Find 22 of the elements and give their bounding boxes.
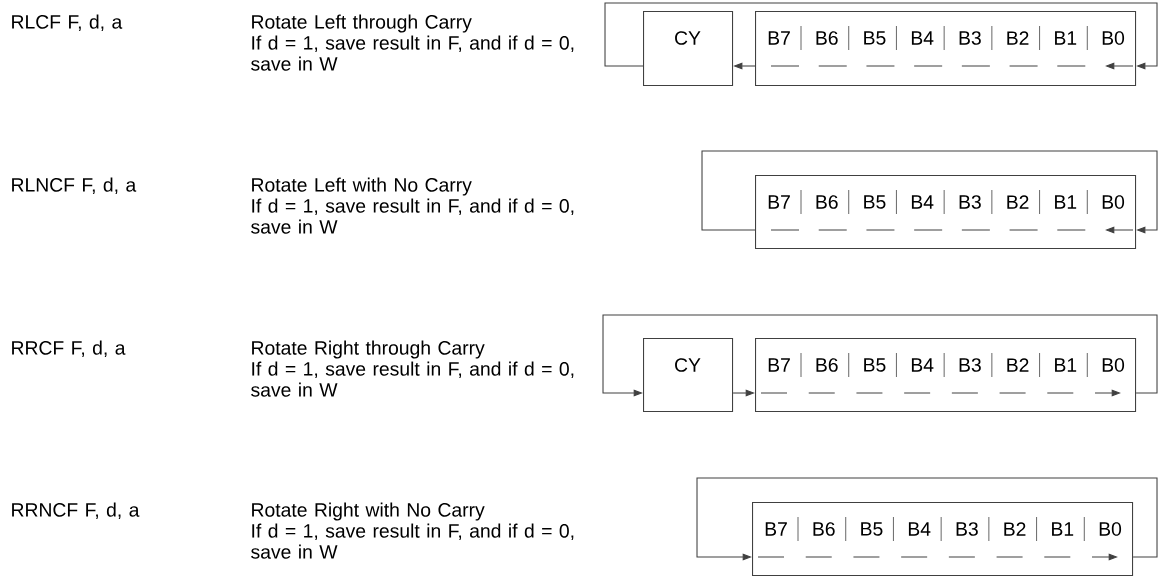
instruction-name: Rotate Right with No Carry bbox=[252, 502, 485, 521]
register-box: B7 B6 B5 B4 B3 B2 B1 B0 bbox=[752, 502, 1134, 577]
instruction-description: If d = 1, save result in F, and if d = 0, save in W bbox=[251, 198, 574, 234]
register-box: B7 B6 B5 B4 B3 B2 B1 B0 bbox=[755, 338, 1137, 413]
arrow bbox=[696, 477, 1158, 561]
instruction-name: Rotate Right through Carry bbox=[252, 340, 485, 359]
instruction-description: If d = 1, save result in F, and if d = 0, save in W bbox=[251, 361, 574, 397]
instruction-description: If d = 1, save result in F, and if d = 0, save in W bbox=[251, 35, 574, 71]
instruction-mnemonic: RRNCF F, d, a bbox=[12, 502, 140, 519]
carry-box: CY bbox=[643, 11, 734, 87]
instruction-name: Rotate Left through Carry bbox=[252, 14, 472, 33]
arrow bbox=[604, 2, 1158, 70]
instruction-name: Rotate Left with No Carry bbox=[252, 177, 472, 196]
register-box: B7 B6 B5 B4 B3 B2 B1 B0 bbox=[755, 175, 1137, 250]
instruction-description: If d = 1, save result in F, and if d = 0, save in W bbox=[251, 523, 574, 559]
carry-box: CY bbox=[643, 338, 734, 413]
instruction-mnemonic: RLCF F, d, a bbox=[12, 14, 123, 31]
arrow bbox=[701, 150, 1158, 234]
arrow bbox=[602, 314, 1158, 397]
register-box: B7 B6 B5 B4 B3 B2 B1 B0 bbox=[755, 11, 1137, 87]
instruction-mnemonic: RLNCF F, d, a bbox=[12, 177, 137, 194]
instruction-mnemonic: RRCF F, d, a bbox=[12, 340, 126, 357]
